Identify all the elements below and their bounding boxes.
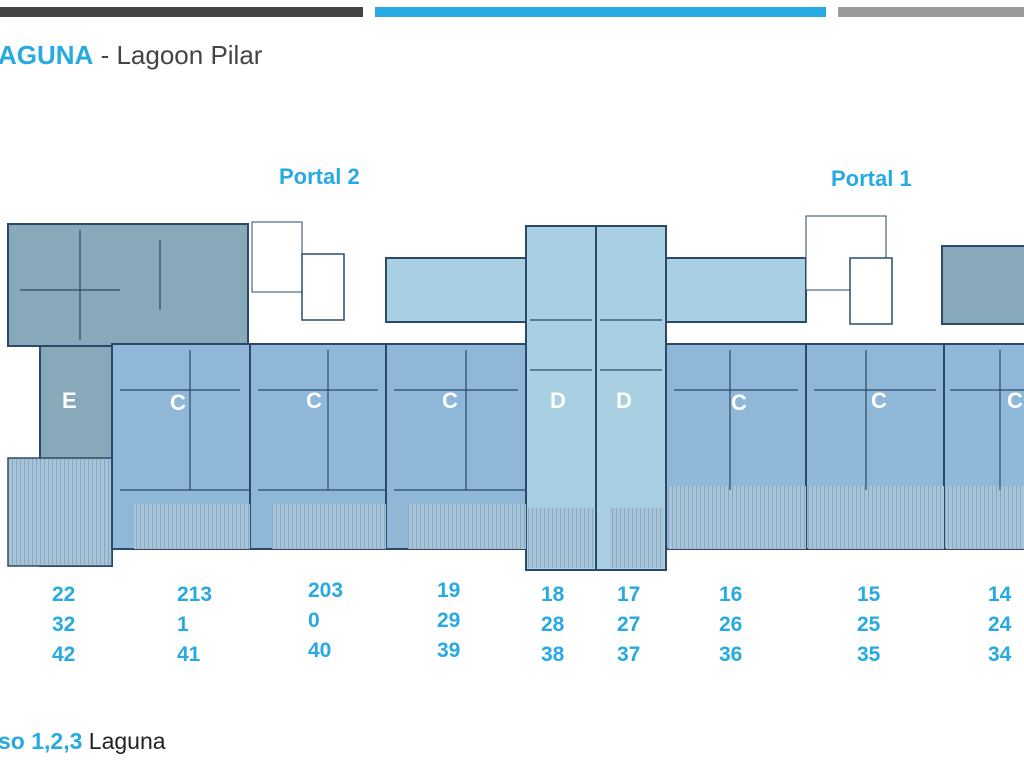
unit-number: 40 <box>308 639 332 662</box>
unit-number: 25 <box>857 613 881 636</box>
unit-number: 1 <box>177 613 189 636</box>
terrace-d-2 <box>610 508 664 568</box>
elevator-portal-2 <box>301 253 345 321</box>
unit-letter-c-4: C <box>731 390 747 415</box>
terrace-c-1 <box>134 504 250 549</box>
unit-numbers-col-3: 203 0 40 <box>308 576 368 666</box>
unit-numbers-col-2: 213 1 41 <box>177 580 237 670</box>
unit-number: 37 <box>617 643 641 666</box>
unit-number: 26 <box>719 613 743 636</box>
terrace-c-5 <box>808 486 944 549</box>
stairs-portal-2 <box>251 221 303 293</box>
unit-numbers-col-8: 15 25 35 <box>857 580 917 670</box>
unit-number: 27 <box>617 613 641 636</box>
portal-1-label: Portal 1 <box>831 166 912 191</box>
unit-number: 22 <box>52 583 76 606</box>
unit-letter-c-5: C <box>871 388 887 413</box>
unit-e-terrace <box>7 457 113 567</box>
unit-number: 42 <box>52 643 76 666</box>
floor-caption: so 1,2,3 Laguna <box>0 728 166 755</box>
terrace-c-3 <box>408 504 526 549</box>
floor-caption-rest: Laguna <box>88 728 166 754</box>
portal-2-label: Portal 2 <box>279 164 360 189</box>
title-rest: - Lagoon Pilar <box>100 40 263 70</box>
header-bar-gray <box>838 7 1024 17</box>
unit-numbers-col-5: 18 28 38 <box>541 580 601 670</box>
unit-number: 29 <box>437 609 461 632</box>
unit-letter-d-2: D <box>616 388 632 413</box>
unit-number: 24 <box>988 613 1012 636</box>
unit-number: 28 <box>541 613 565 636</box>
unit-letter-e: E <box>62 388 77 413</box>
unit-number: 17 <box>617 583 641 606</box>
page-title: AGUNA - Lagoon Pilar <box>0 40 262 71</box>
terrace-d-1 <box>528 508 594 568</box>
unit-number: 16 <box>719 583 743 606</box>
floor-plan: E C C C D D C C C <box>7 215 1024 571</box>
header-bar-dark <box>0 7 363 17</box>
unit-letter-c-1: C <box>170 390 186 415</box>
header-bar-blue <box>375 7 826 17</box>
unit-number: 32 <box>52 613 76 636</box>
terrace-c-4 <box>668 486 806 549</box>
unit-numbers-col-1: 22 32 42 <box>52 580 112 670</box>
unit-numbers-col-6: 17 27 37 <box>617 580 677 670</box>
unit-number: 213 <box>177 583 213 606</box>
unit-number: 203 <box>308 579 344 602</box>
unit-number: 19 <box>437 579 461 602</box>
elevator-portal-1 <box>849 257 893 325</box>
unit-number: 39 <box>437 639 461 662</box>
unit-letter-c-6: C <box>1007 388 1023 413</box>
unit-number: 14 <box>988 583 1012 606</box>
unit-letter-c-2: C <box>306 388 322 413</box>
unit-numbers-col-7: 16 26 36 <box>719 580 779 670</box>
title-strong: AGUNA <box>0 40 94 70</box>
unit-number: 35 <box>857 643 881 666</box>
upper-block-center-right <box>665 257 807 323</box>
upper-block-right <box>941 245 1024 325</box>
unit-number: 15 <box>857 583 881 606</box>
unit-number: 41 <box>177 643 201 666</box>
unit-numbers-col-9: 14 24 34 <box>988 580 1024 670</box>
floor-caption-strong: so 1,2,3 <box>0 728 83 754</box>
upper-block-center <box>385 257 527 323</box>
upper-block-e <box>7 223 249 347</box>
unit-letter-c-3: C <box>442 388 458 413</box>
unit-number: 36 <box>719 643 743 666</box>
unit-number: 18 <box>541 583 565 606</box>
unit-number: 38 <box>541 643 565 666</box>
terrace-c-6 <box>946 486 1024 549</box>
interior-walls <box>20 230 1024 491</box>
unit-numbers-col-4: 19 29 39 <box>437 576 497 666</box>
unit-letter-d-1: D <box>550 388 566 413</box>
unit-number: 0 <box>308 609 320 632</box>
terrace-c-2 <box>272 504 386 549</box>
unit-number: 34 <box>988 643 1012 666</box>
